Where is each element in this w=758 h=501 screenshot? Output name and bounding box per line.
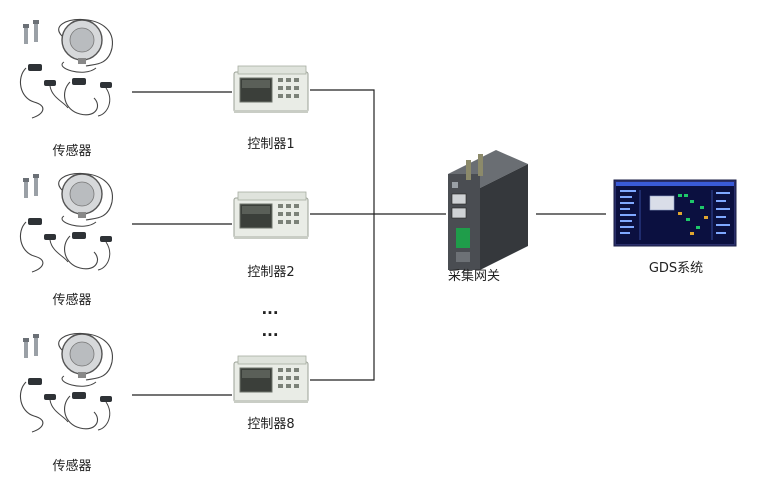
sensor-label-1: 传感器	[52, 143, 91, 159]
gateway-device	[448, 150, 528, 270]
sensor-group-2: 传感器	[19, 172, 114, 308]
controller-label-1: 控制器1	[247, 137, 294, 152]
sensor-label-3: 传感器	[52, 458, 91, 474]
controller-label-2: 控制器2	[247, 265, 294, 280]
ellipsis-1: ···	[261, 304, 278, 322]
gds-label: GDS系统	[649, 261, 703, 276]
gds-monitor	[613, 179, 737, 247]
sensor-image-1	[19, 18, 114, 119]
sensor-image-3	[19, 332, 114, 433]
sensor-group-3: 传感器	[19, 332, 114, 474]
sensor-label-2: 传感器	[52, 292, 91, 308]
controller-image-1	[233, 65, 309, 114]
controller-1: 控制器1	[233, 65, 309, 152]
bus-line	[310, 89, 375, 381]
gateway-label: 采集网关	[448, 268, 500, 284]
controller-image-8	[233, 355, 309, 404]
controller-8: 控制器8	[233, 355, 309, 432]
controller-2: 控制器2	[233, 191, 309, 280]
controller-image-2	[233, 191, 309, 240]
ellipsis-2: ···	[261, 326, 278, 344]
sensor-group-1: 传感器	[19, 18, 114, 159]
sensor-image-2	[19, 172, 114, 273]
controller-label-8: 控制器8	[247, 417, 294, 432]
